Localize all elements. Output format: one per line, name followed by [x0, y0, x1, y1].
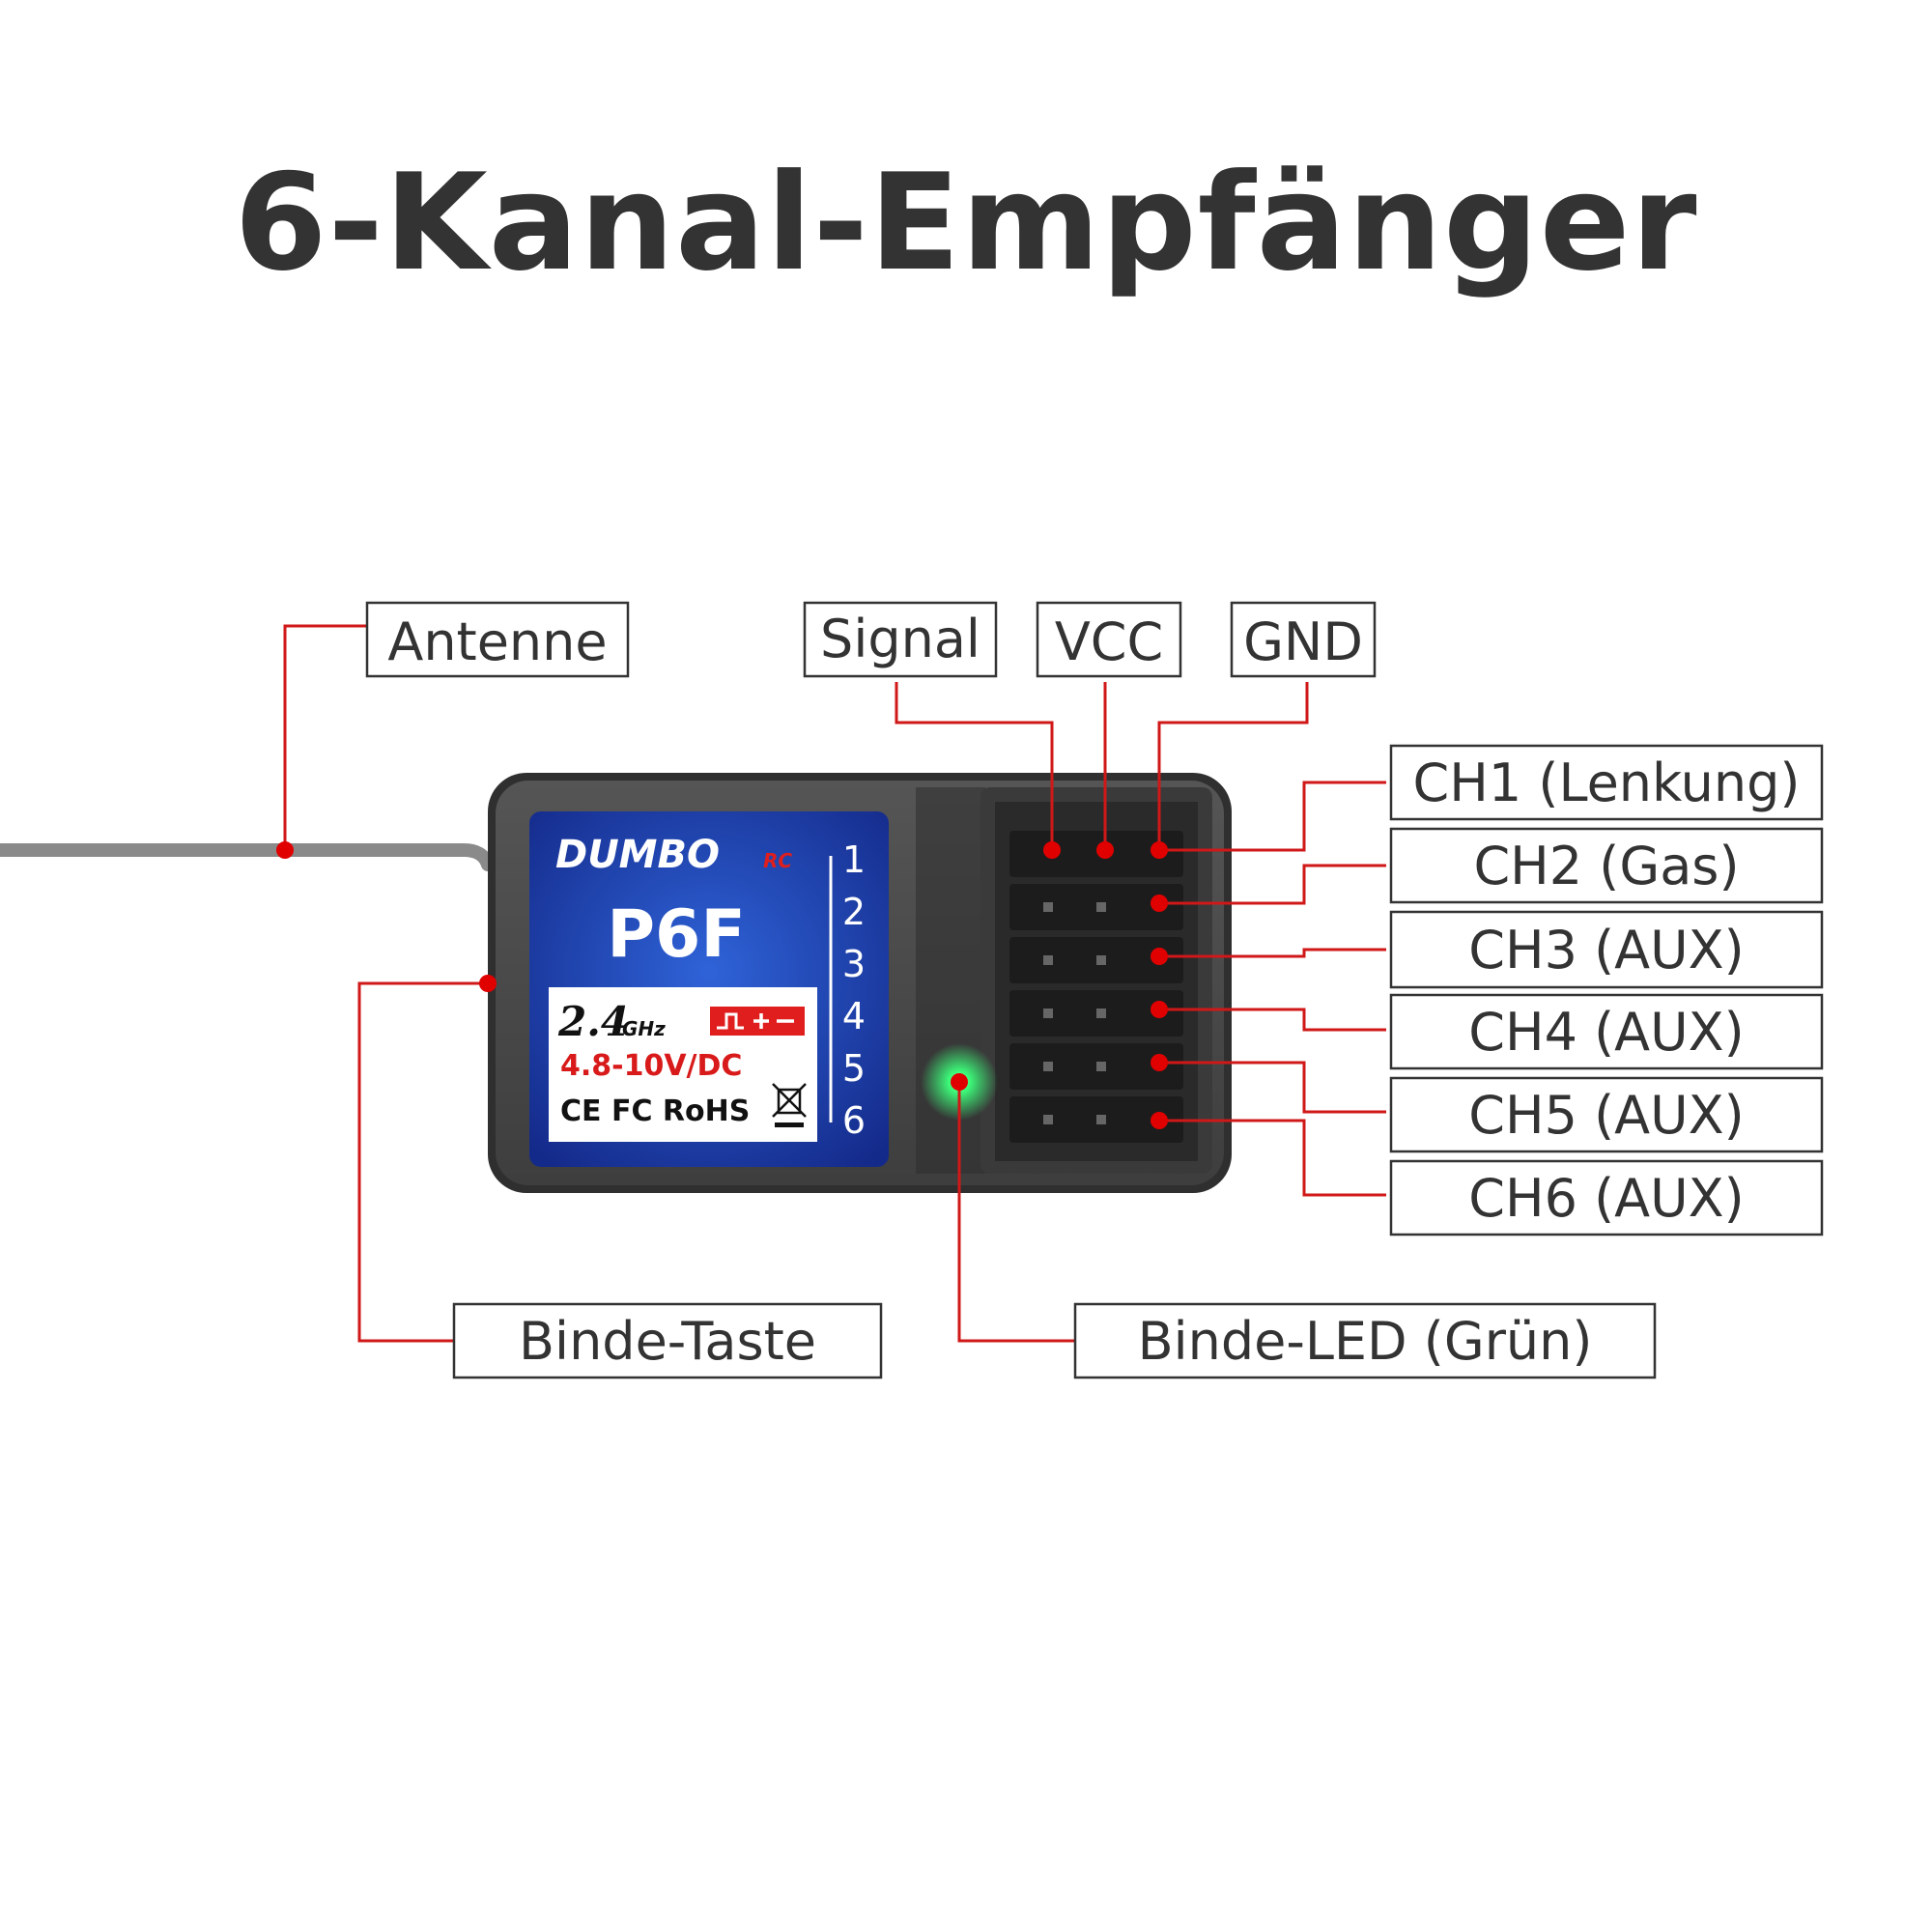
leader-ch1 [1159, 781, 1386, 852]
callout-bind-led-label: Binde-LED (Grün) [1138, 1311, 1593, 1372]
leader-ch3 [1159, 948, 1386, 958]
callout-gnd: GND [1230, 601, 1377, 678]
pwm-polarity-icon [710, 1007, 805, 1036]
leader-ch4 [1159, 1008, 1386, 1032]
callout-bind-button: Binde-Taste [452, 1302, 883, 1379]
leader-bind-button [357, 981, 488, 1343]
channel-number-3: 3 [842, 943, 866, 985]
callout-vcc-label: VCC [1055, 611, 1163, 672]
callout-bind-led: Binde-LED (Grün) [1073, 1302, 1657, 1379]
channel-number-1: 1 [842, 838, 866, 881]
callout-antenna-label: Antenne [387, 611, 607, 672]
leader-ch2 [1159, 864, 1386, 905]
brand-suffix: RC [763, 849, 792, 872]
callout-ch5: CH5 (AUX) [1389, 1076, 1824, 1153]
callout-antenna: Antenne [365, 601, 630, 678]
channel-number-4: 4 [842, 995, 866, 1037]
servo-pin-rows [1009, 831, 1183, 1143]
antenna-wire [0, 843, 495, 871]
weee-bin-icon [772, 1083, 807, 1127]
callout-vcc: VCC [1036, 601, 1182, 678]
callout-ch2: CH2 (Gas) [1389, 827, 1824, 904]
voltage-rating: 4.8-10V/DC [560, 1049, 742, 1083]
callout-ch3: CH3 (AUX) [1389, 910, 1824, 989]
model-name: P6F [607, 896, 746, 973]
leader-ch6 [1159, 1119, 1386, 1197]
leader-signal [895, 682, 1054, 850]
callout-ch4: CH4 (AUX) [1389, 993, 1824, 1070]
leader-bind-led [957, 1082, 1075, 1343]
callout-signal: Signal [803, 601, 998, 678]
callout-ch2-label: CH2 (Gas) [1473, 836, 1739, 896]
leader-gnd [1157, 682, 1309, 850]
frequency-unit: GHz [622, 1017, 666, 1040]
leader-antenna [283, 624, 367, 850]
frequency-value: 2.4 [557, 998, 629, 1045]
callout-ch4-label: CH4 (AUX) [1468, 1002, 1744, 1063]
brand-logo: DUMBO [555, 833, 720, 877]
certification-marks: CE FC RoHS [560, 1094, 750, 1128]
device-label: DUMBO RC P6F 2.4 GHz 4.8-10V/DC CE FC Ro… [529, 811, 889, 1167]
callout-ch6-label: CH6 (AUX) [1468, 1168, 1744, 1229]
channel-number-5: 5 [842, 1047, 866, 1090]
callout-ch6: CH6 (AUX) [1389, 1159, 1824, 1236]
callout-ch3-label: CH3 (AUX) [1468, 920, 1744, 980]
leader-dots [276, 841, 1168, 1129]
page-title: 6-Kanal-Empfänger [234, 145, 1698, 300]
leader-ch5 [1159, 1061, 1386, 1114]
channel-number-6: 6 [842, 1099, 866, 1142]
channel-number-2: 2 [842, 891, 866, 933]
callout-signal-label: Signal [820, 609, 980, 669]
callout-ch1: CH1 (Lenkung) [1389, 744, 1824, 821]
leader-lines [283, 624, 1386, 1343]
callout-ch1-label: CH1 (Lenkung) [1413, 753, 1801, 813]
callout-bind-button-label: Binde-Taste [519, 1311, 816, 1372]
callout-gnd-label: GND [1243, 611, 1363, 672]
callout-ch5-label: CH5 (AUX) [1468, 1085, 1744, 1146]
